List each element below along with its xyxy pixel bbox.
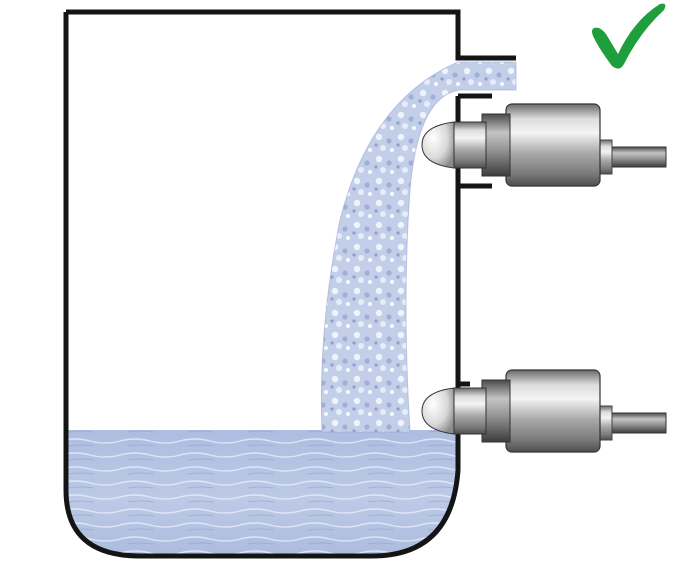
- upper-level-sensor: [421, 103, 667, 187]
- inflow-stream: [320, 61, 517, 433]
- check-icon: [592, 3, 666, 69]
- lower-level-sensor: [421, 369, 667, 453]
- liquid: [66, 430, 458, 556]
